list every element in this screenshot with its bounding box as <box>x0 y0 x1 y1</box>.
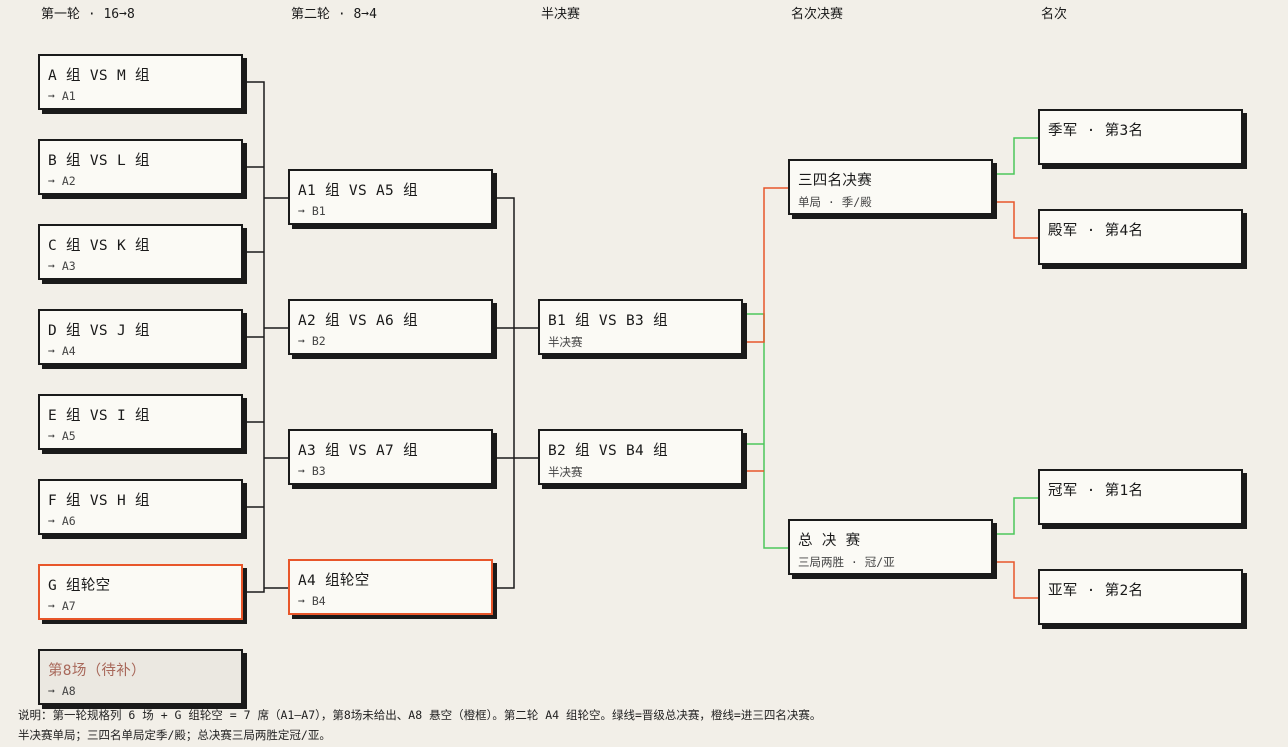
match-title: 总 决 赛 <box>798 533 861 549</box>
legend-note-1: 说明：第一轮规格列 6 场 + G 组轮空 = 7 席（A1–A7），第8场未给… <box>18 708 822 722</box>
semi-match-1[interactable]: B1 组 VS B3 组 半决赛 <box>538 299 743 355</box>
third-place-match[interactable]: 三四名决赛 单局 · 季/殿 <box>788 159 993 215</box>
match-title: A2 组 VS A6 组 <box>298 313 418 329</box>
r2-match-1[interactable]: A1 组 VS A5 组 ➞ B1 <box>288 169 493 225</box>
match-title: A 组 VS M 组 <box>48 68 150 84</box>
round1-connectors <box>243 81 288 593</box>
place-second[interactable]: 亚军 · 第2名 <box>1038 569 1243 625</box>
r1-match-1[interactable]: A 组 VS M 组 ➞ A1 <box>38 54 243 110</box>
match-title: A3 组 VS A7 组 <box>298 443 418 459</box>
legend-note-2: 半决赛单局；三四名单局定季/殿；总决赛三局两胜定冠/亚。 <box>18 728 331 742</box>
round-label-2: 第二轮 · 8➞4 <box>291 7 377 22</box>
connector-r1-to-r2 <box>264 197 288 589</box>
match-advance: ➞ A2 <box>48 174 76 188</box>
place-title: 亚军 · 第2名 <box>1048 583 1144 599</box>
place-third[interactable]: 季军 · 第3名 <box>1038 109 1243 165</box>
match-advance: ➞ B2 <box>298 334 326 348</box>
round-label-places: 名次 <box>1041 7 1068 22</box>
r1-match-6[interactable]: F 组 VS H 组 ➞ A6 <box>38 479 243 535</box>
third-place-loser-line <box>993 201 1038 239</box>
match-advance: ➞ A4 <box>48 344 76 358</box>
match-title: 第8场（待补） <box>48 663 146 679</box>
match-title: C 组 VS K 组 <box>48 238 150 254</box>
third-place-winner-line <box>993 137 1038 175</box>
match-advance: ➞ A3 <box>48 259 76 273</box>
match-title: D 组 VS J 组 <box>48 323 150 339</box>
match-title: B 组 VS L 组 <box>48 153 150 169</box>
semi1-loser-line <box>743 187 788 343</box>
match-stage: 半决赛 <box>548 335 583 349</box>
semi1-advance-line <box>743 313 788 549</box>
round-label-finals: 名次决赛 <box>791 7 844 22</box>
r1-match-4[interactable]: D 组 VS J 组 ➞ A4 <box>38 309 243 365</box>
r2-match-3[interactable]: A3 组 VS A7 组 ➞ B3 <box>288 429 493 485</box>
third-place-lines <box>743 187 1038 599</box>
r2-match-2[interactable]: A2 组 VS A6 组 ➞ B2 <box>288 299 493 355</box>
connector-r2-to-semis <box>514 327 538 459</box>
r2-match-4-bye[interactable]: A4 组轮空 ➞ B4 <box>288 559 493 615</box>
match-title: B2 组 VS B4 组 <box>548 443 668 459</box>
connector-r2-stubs <box>493 327 514 459</box>
r1-match-7-bye[interactable]: G 组轮空 ➞ A7 <box>38 564 243 620</box>
match-title: A1 组 VS A5 组 <box>298 183 418 199</box>
place-title: 冠军 · 第1名 <box>1048 483 1144 499</box>
match-advance: ➞ B1 <box>298 204 326 218</box>
match-advance: ➞ B3 <box>298 464 326 478</box>
match-format: 三局两胜 · 冠/亚 <box>798 555 895 569</box>
match-stage: 半决赛 <box>548 465 583 479</box>
connector-r1-stubs <box>243 166 264 508</box>
r1-match-8-pending[interactable]: 第8场（待补） ➞ A8 <box>38 649 243 705</box>
connector-r2 <box>493 197 515 589</box>
final-winner-line <box>993 497 1038 535</box>
match-title: 三四名决赛 <box>798 173 872 189</box>
match-title: G 组轮空 <box>48 578 111 594</box>
match-advance: ➞ A8 <box>48 684 76 698</box>
round-label-semis: 半决赛 <box>541 7 581 22</box>
match-advance: ➞ A6 <box>48 514 76 528</box>
match-advance: ➞ A7 <box>48 599 76 613</box>
match-title: E 组 VS I 组 <box>48 408 150 424</box>
advance-lines <box>743 137 1038 549</box>
r1-match-3[interactable]: C 组 VS K 组 ➞ A3 <box>38 224 243 280</box>
round-label-1: 第一轮 · 16➞8 <box>41 7 135 22</box>
semi-match-2[interactable]: B2 组 VS B4 组 半决赛 <box>538 429 743 485</box>
r1-match-5[interactable]: E 组 VS I 组 ➞ A5 <box>38 394 243 450</box>
place-title: 季军 · 第3名 <box>1048 123 1144 139</box>
place-title: 殿军 · 第4名 <box>1048 223 1144 239</box>
r1-match-2[interactable]: B 组 VS L 组 ➞ A2 <box>38 139 243 195</box>
match-title: F 组 VS H 组 <box>48 493 150 509</box>
match-advance: ➞ A5 <box>48 429 76 443</box>
match-format: 单局 · 季/殿 <box>798 195 872 209</box>
place-fourth[interactable]: 殿军 · 第4名 <box>1038 209 1243 265</box>
final-match[interactable]: 总 决 赛 三局两胜 · 冠/亚 <box>788 519 993 575</box>
match-title: A4 组轮空 <box>298 573 370 589</box>
final-loser-line <box>993 561 1038 599</box>
match-title: B1 组 VS B3 组 <box>548 313 668 329</box>
match-advance: ➞ A1 <box>48 89 76 103</box>
place-first[interactable]: 冠军 · 第1名 <box>1038 469 1243 525</box>
match-advance: ➞ B4 <box>298 594 326 608</box>
round2-connectors <box>493 197 538 589</box>
